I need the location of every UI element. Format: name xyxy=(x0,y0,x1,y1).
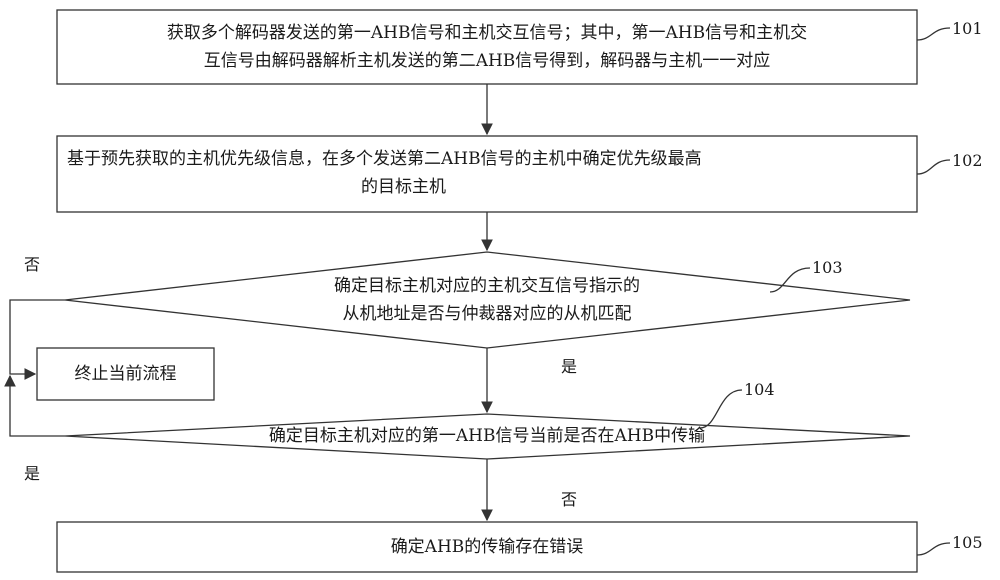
step-105-callout xyxy=(916,542,951,556)
branch-104-yes-line xyxy=(4,374,65,437)
step-101-line-2: 互信号由解码器解析主机发送的第二AHB信号得到，解码器与主机一一对应 xyxy=(203,51,771,71)
step-102-line-1: 基于预先获取的主机优先级信息，在多个发送第二AHB信号的主机中确定优先级最高 xyxy=(67,149,702,169)
step-103-number: 103 xyxy=(812,258,843,277)
step-102-text: 基于预先获取的主机优先级信息，在多个发送第二AHB信号的主机中确定优先级最高 的… xyxy=(67,145,912,201)
branch-104-yes-label: 是 xyxy=(24,464,41,483)
step-103-diamond xyxy=(64,251,911,349)
step-103-line-2: 从机地址是否与仲裁器对应的从机匹配 xyxy=(342,304,632,324)
step-101-number: 101 xyxy=(952,19,983,38)
step-105-number: 105 xyxy=(952,533,983,552)
step-102-number: 102 xyxy=(952,151,983,170)
step-103-line-1: 确定目标主机对应的主机交互信号指示的 xyxy=(334,276,640,296)
step-101-callout xyxy=(916,27,951,41)
step-105-box xyxy=(56,521,918,573)
branch-103-yes-label: 是 xyxy=(561,357,578,376)
step-102-line-2: 的目标主机 xyxy=(361,177,446,197)
branch-104-no-label: 否 xyxy=(561,490,578,509)
step-104-text: 确定目标主机对应的第一AHB信号当前是否在AHB中传输 xyxy=(268,426,706,446)
step-104-callout xyxy=(699,389,743,429)
step-105-text: 确定AHB的传输存在错误 xyxy=(390,537,584,557)
step-103-text: 确定目标主机对应的主机交互信号指示的 从机地址是否与仲裁器对应的从机匹配 xyxy=(240,272,734,328)
terminate-label: 终止当前流程 xyxy=(74,364,177,384)
step-104-number: 104 xyxy=(744,380,775,399)
branch-103-no-label: 否 xyxy=(24,255,41,274)
terminate-box xyxy=(36,347,215,401)
branch-103-no-line xyxy=(9,299,65,380)
step-101-text: 获取多个解码器发送的第一AHB信号和主机交互信号；其中，第一AHB信号和主机交 … xyxy=(57,19,917,75)
step-104-diamond xyxy=(64,413,911,460)
step-103-callout xyxy=(769,267,811,293)
step-101-line-1: 获取多个解码器发送的第一AHB信号和主机交互信号；其中，第一AHB信号和主机交 xyxy=(166,23,808,43)
step-102-callout xyxy=(916,159,951,175)
